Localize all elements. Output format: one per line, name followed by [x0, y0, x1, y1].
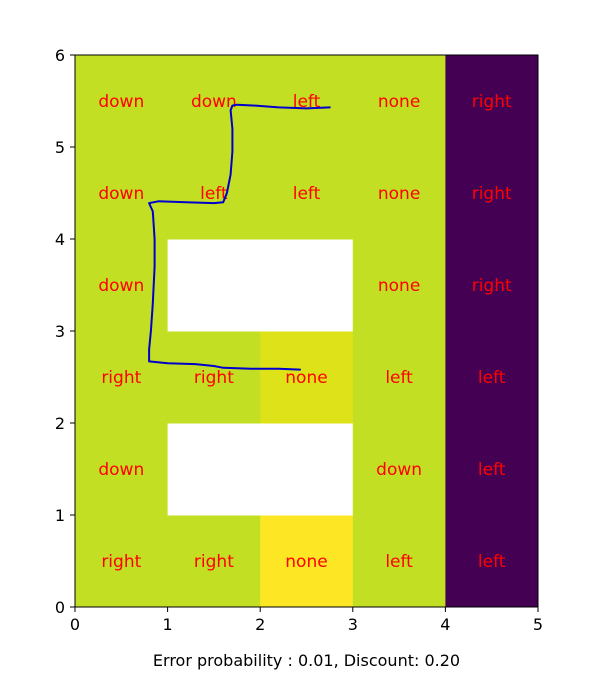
- policy-label: left: [385, 368, 413, 388]
- heatmap-cell: [260, 239, 354, 332]
- x-tick-label: 1: [163, 615, 173, 634]
- heatmap-cells: [75, 55, 539, 608]
- policy-labels: right right none left left down down left right r…: [98, 92, 512, 572]
- y-tick-label: 6: [55, 46, 65, 65]
- policy-label: none: [378, 92, 420, 112]
- heatmap-cell: [167, 331, 261, 424]
- policy-label: left: [200, 184, 228, 204]
- heatmap-cell: [445, 515, 539, 608]
- heatmap-cell: [352, 423, 446, 516]
- x-tick-label: 3: [348, 615, 358, 634]
- policy-label: down: [98, 276, 144, 296]
- heatmap-cell: [352, 55, 446, 148]
- y-tick-label: 0: [55, 598, 65, 617]
- x-tick-label: 5: [533, 615, 543, 634]
- policy-label: left: [478, 552, 506, 572]
- heatmap-cell: [167, 55, 261, 148]
- heatmap-cell: [75, 423, 169, 516]
- policy-label: down: [376, 460, 422, 480]
- policy-label: none: [378, 184, 420, 204]
- heatmap-cell: [445, 239, 539, 332]
- heatmap-cell: [167, 147, 261, 240]
- policy-label: down: [98, 92, 144, 112]
- y-axis-ticks: 0 1 2 3 4 5 6: [55, 46, 75, 617]
- heatmap-cell: [75, 331, 169, 424]
- heatmap-cell: [260, 147, 354, 240]
- policy-label: right: [194, 552, 234, 572]
- policy-label: right: [472, 184, 512, 204]
- y-tick-label: 2: [55, 414, 65, 433]
- policy-label: down: [98, 184, 144, 204]
- heatmap-cell: [445, 147, 539, 240]
- policy-label: left: [293, 92, 321, 112]
- y-tick-label: 4: [55, 230, 65, 249]
- heatmap-cell: [445, 423, 539, 516]
- heatmap-cell: [445, 331, 539, 424]
- heatmap-cell: [445, 55, 539, 148]
- x-tick-label: 2: [255, 615, 265, 634]
- heatmap-cell: [75, 147, 169, 240]
- heatmap-cell: [167, 515, 261, 608]
- heatmap-cell: [260, 423, 354, 516]
- heatmap-cell: [167, 423, 261, 516]
- heatmap-cell: [352, 147, 446, 240]
- policy-label: right: [472, 92, 512, 112]
- policy-label: down: [98, 460, 144, 480]
- heatmap-cell: [260, 55, 354, 148]
- heatmap-cell: [352, 515, 446, 608]
- x-tick-label: 4: [440, 615, 450, 634]
- x-tick-label: 0: [70, 615, 80, 634]
- policy-label: left: [478, 460, 506, 480]
- y-tick-label: 5: [55, 138, 65, 157]
- policy-label: left: [385, 552, 413, 572]
- x-axis-label: Error probability : 0.01, Discount: 0.20: [153, 651, 460, 670]
- policy-label: down: [191, 92, 237, 112]
- heatmap-cell: [75, 515, 169, 608]
- policy-label: left: [293, 184, 321, 204]
- y-tick-label: 1: [55, 506, 65, 525]
- heatmap-cell: [352, 239, 446, 332]
- heatmap-cell: [260, 331, 354, 424]
- trajectory-path: [148, 103, 331, 371]
- policy-label: left: [478, 368, 506, 388]
- policy-label: none: [285, 552, 327, 572]
- y-tick-label: 3: [55, 322, 65, 341]
- heatmap-cell: [352, 331, 446, 424]
- heatmap-cell: [75, 55, 169, 148]
- policy-label: right: [472, 276, 512, 296]
- policy-label: none: [285, 368, 327, 388]
- heatmap-cell: [260, 515, 354, 608]
- policy-label: right: [101, 368, 141, 388]
- policy-label: right: [101, 552, 141, 572]
- x-axis-ticks: 0 1 2 3 4 5: [70, 607, 543, 634]
- heatmap-cell: [167, 239, 261, 332]
- policy-label: right: [194, 368, 234, 388]
- policy-label: none: [378, 276, 420, 296]
